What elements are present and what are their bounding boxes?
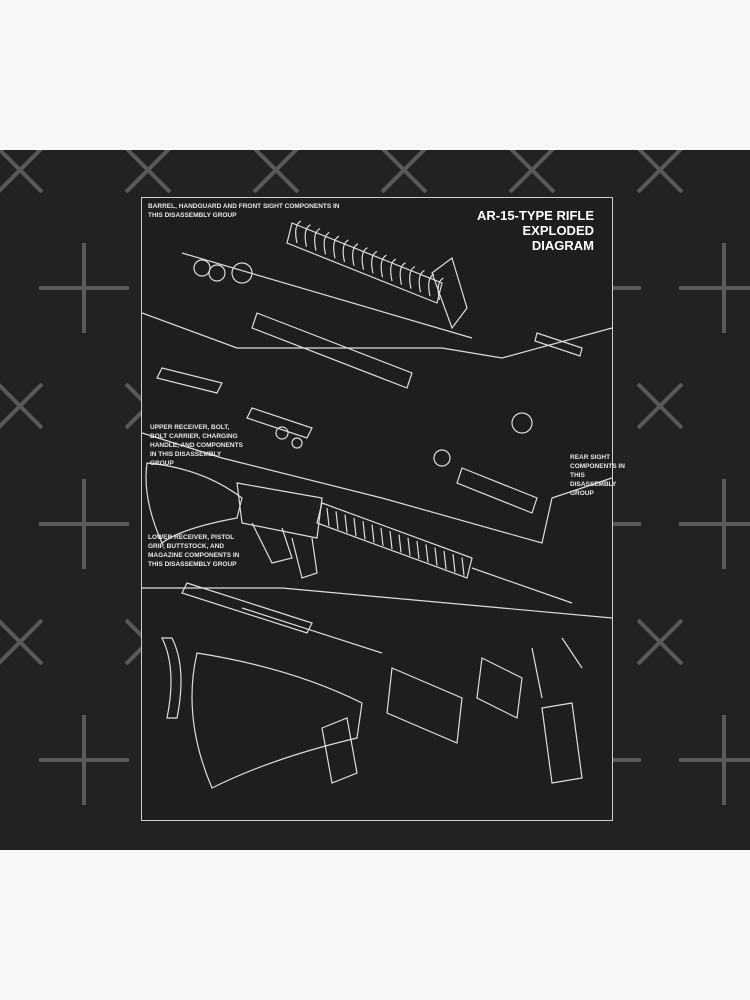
- handguard-rib: [416, 540, 420, 560]
- handguard-rib: [352, 243, 359, 266]
- lower-group-label: LOWER RECEIVER, PISTOL GRIP, BUTTSTOCK, …: [148, 534, 240, 568]
- handguard-rib: [398, 534, 402, 553]
- cross-mark: [679, 243, 750, 333]
- magazine: [541, 702, 583, 784]
- cross-mark: [0, 618, 44, 666]
- handguard-rib: [371, 250, 378, 274]
- handguard-rib: [443, 550, 447, 569]
- cross-mark: [679, 715, 750, 805]
- handguard-rib: [362, 521, 366, 540]
- flash-hider: [534, 332, 583, 357]
- handguard-rib: [380, 527, 384, 546]
- diagram-panel: BARREL, HANDGUARD and FRONT SIGHT COMPON…: [141, 197, 625, 821]
- lower-receiver: [386, 667, 463, 744]
- handguard-bottom: [251, 312, 413, 389]
- cross-mark: [679, 479, 750, 569]
- handguard-rib: [371, 524, 375, 543]
- assembled-rifle-receiver: [236, 482, 323, 539]
- cross-mark: [252, 150, 300, 194]
- handguard-rib: [295, 220, 302, 244]
- barrel: [181, 252, 473, 339]
- handguard-rib: [407, 537, 411, 556]
- handguard-rib: [335, 511, 339, 530]
- handguard-rib: [333, 235, 340, 259]
- barrel-group-label: BARREL, HANDGUARD and FRONT SIGHT COMPON…: [148, 203, 340, 219]
- handguard-rib: [304, 224, 311, 247]
- handguard-rib: [390, 258, 397, 282]
- handguard-rib: [418, 269, 425, 293]
- cross-mark: [39, 715, 129, 805]
- cross-mark: [39, 479, 129, 569]
- buttstock: [191, 652, 363, 789]
- handguard-rib: [399, 262, 406, 285]
- handguard-rib: [425, 544, 429, 563]
- title-line: AR-15-TYPE RIFLE: [476, 208, 594, 223]
- cross-mark: [380, 150, 428, 194]
- section-divider: [142, 312, 612, 359]
- cross-mark: [0, 150, 44, 194]
- handguard-rib: [314, 228, 321, 251]
- rifle-exploded-drawing: [142, 220, 612, 789]
- handguard-rib: [323, 231, 330, 255]
- handguard-rib: [342, 239, 349, 263]
- cross-mark: [124, 150, 172, 194]
- handguard-rib: [437, 277, 444, 301]
- cross-mark: [39, 243, 129, 333]
- handguard-rib: [344, 514, 348, 533]
- cross-mark: [636, 382, 684, 430]
- handguard-rib: [452, 554, 456, 573]
- cross-mark: [636, 618, 684, 666]
- title-line: DIAGRAM: [531, 238, 594, 253]
- handguard-rib: [409, 266, 416, 289]
- handguard-rib: [361, 247, 368, 270]
- front-sight: [431, 257, 468, 330]
- cross-mark: [0, 382, 44, 430]
- handguard-rib: [326, 507, 330, 527]
- cross-mark: [508, 150, 556, 194]
- product-print: BARREL, HANDGUARD and FRONT SIGHT COMPON…: [0, 150, 750, 850]
- handguard-rib: [434, 547, 438, 566]
- handguard-rib: [461, 557, 465, 576]
- title-line: EXPLODED: [522, 223, 594, 238]
- section-divider: [142, 432, 612, 544]
- assembled-rifle-stock: [145, 462, 243, 544]
- section-divider: [142, 587, 612, 619]
- handguard-rib: [380, 254, 387, 278]
- handguard-rib: [389, 531, 393, 550]
- handguard-rib: [353, 517, 357, 536]
- rear-sight-group-label: REAR SIGHT COMPONENTS IN THIS DISASSEMBL…: [570, 454, 625, 497]
- upper-group-label: UPPER RECEIVER, BOLT, BOLT CARRIER, CHAR…: [150, 424, 243, 467]
- cross-mark: [636, 150, 684, 194]
- diagram-title: AR-15-TYPE RIFLE EXPLODED DIAGRAM: [477, 208, 594, 253]
